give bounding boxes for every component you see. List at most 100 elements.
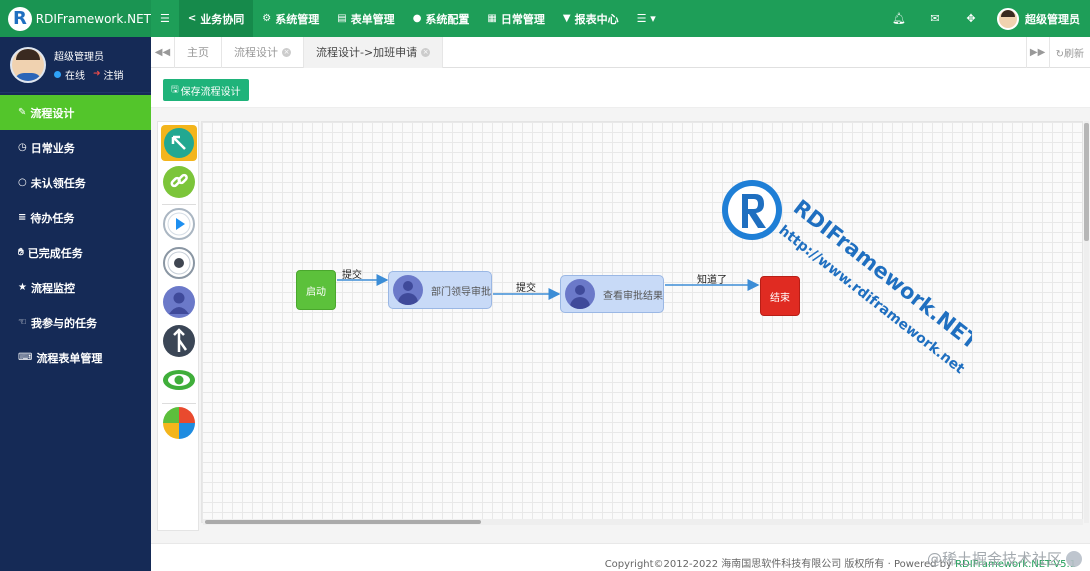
copyright-text: Copyright©2012-2022 海南国思软件科技有限公司 版权所有 · … xyxy=(604,559,952,570)
logout-link[interactable]: ➜ 注销 xyxy=(93,67,124,82)
top-bar: R RDIFramework.NET ☰ < 业务协同 ⚙ 系统管理 ▤ 表单管… xyxy=(0,0,1090,37)
sidebar-item-participated-tasks[interactable]: ☜ 我参与的任务 xyxy=(0,305,151,340)
link-icon[interactable] xyxy=(161,164,197,200)
keyboard-icon: ⌨ xyxy=(18,352,33,363)
end-event-icon[interactable] xyxy=(161,245,197,281)
refresh-icon: ↻ xyxy=(1055,49,1064,60)
hamburger-icon[interactable]: ☰ xyxy=(160,12,170,25)
user-name: 超级管理员 xyxy=(1025,12,1080,26)
sidebar-item-label: 我参与的任务 xyxy=(30,316,97,330)
form-icon: ▤ xyxy=(337,13,347,24)
horizontal-scrollbar[interactable] xyxy=(203,519,1083,525)
nav-item-system-management[interactable]: ⚙ 系统管理 xyxy=(253,0,328,37)
watermark-title: RDIFramework.NET xyxy=(789,195,972,354)
nav-item-label: 日常管理 xyxy=(500,12,545,26)
designer-area: 提交 提交 知道了 启动 部门领导审批 查看审批结果 结束 RDIFramewo… xyxy=(151,108,1090,543)
powered-link[interactable]: RDIFramework.NET-V5.1 xyxy=(955,559,1076,570)
end-node[interactable]: 结束 xyxy=(760,276,800,316)
status-text: 在线 xyxy=(65,70,85,82)
list-icon: ≡ xyxy=(18,212,27,223)
avatar xyxy=(997,7,1019,30)
bell-icon[interactable]: 🔔︎ xyxy=(892,12,906,25)
flow-edges xyxy=(337,274,760,300)
hand-icon: ✋︎ xyxy=(18,247,24,258)
tab-home[interactable]: 主页 xyxy=(175,36,222,68)
nav-item-form-management[interactable]: ▤ 表单管理 xyxy=(328,0,403,37)
tab-scroll-right-icon[interactable]: ▶▶ xyxy=(1025,37,1050,68)
watermark-logo: RDIFramework.NET http://www.rdiframework… xyxy=(722,180,983,378)
vertical-scrollbar[interactable] xyxy=(1084,121,1089,523)
task-node-view-result[interactable]: 查看审批结果 xyxy=(560,275,664,313)
gears-icon: ⚙ xyxy=(262,13,272,24)
more-menu-dropdown[interactable]: ☰ ▾ xyxy=(628,0,665,37)
tab-label: 主页 xyxy=(187,46,209,59)
sidebar-item-label: 流程设计 xyxy=(30,106,75,120)
start-event-icon[interactable] xyxy=(161,206,197,242)
task-label: 查看审批结果 xyxy=(603,290,663,302)
calendar-icon: ▦ xyxy=(487,13,497,24)
tab-label: 流程设计 xyxy=(234,46,278,59)
footer-copyright: Copyright©2012-2022 海南国思软件科技有限公司 版权所有 · … xyxy=(605,555,1076,570)
nav-item-collaboration[interactable]: < 业务协同 xyxy=(178,0,254,37)
refresh-label: 刷新 xyxy=(1064,49,1084,60)
tab-label: 流程设计->加班申请 xyxy=(316,46,418,59)
view-icon[interactable] xyxy=(161,362,197,398)
scrollbar-thumb[interactable] xyxy=(1084,123,1089,241)
juejin-overlay: @稀土掘金技术社区 xyxy=(927,548,1082,569)
sidebar-item-todo-tasks[interactable]: ≡ 待办任务 xyxy=(0,200,151,235)
avatar xyxy=(10,46,46,83)
tab-flow-design[interactable]: 流程设计 × xyxy=(222,36,304,68)
watermark: RDIFramework.NET http://www.rdiframework… xyxy=(722,180,983,383)
flow-canvas[interactable]: 提交 提交 知道了 启动 部门领导审批 查看审批结果 结束 RDIFramewo… xyxy=(201,121,1083,523)
refresh-button[interactable]: ↻刷新 xyxy=(1050,45,1090,60)
nav-item-daily-management[interactable]: ▦ 日常管理 xyxy=(478,0,553,37)
circle-icon: ○ xyxy=(18,177,27,188)
pie-icon[interactable] xyxy=(161,405,197,441)
edit-icon: ✎ xyxy=(18,107,27,118)
fork-icon[interactable] xyxy=(161,323,197,359)
clock-icon: ◷ xyxy=(18,142,27,153)
user-task-icon[interactable] xyxy=(161,284,197,320)
gear-icon: ● xyxy=(412,13,422,24)
sidebar-item-completed-tasks[interactable]: ✋︎ 已完成任务 xyxy=(0,235,151,270)
save-icon: 🖫︎ xyxy=(171,84,179,94)
sidebar-item-daily-business[interactable]: ◷ 日常业务 xyxy=(0,130,151,165)
sidebar-item-label: 流程表单管理 xyxy=(36,351,103,365)
sidebar-item-unclaimed-tasks[interactable]: ○ 未认领任务 xyxy=(0,165,151,200)
sidebar-item-flow-form-management[interactable]: ⌨ 流程表单管理 xyxy=(0,340,151,375)
envelope-icon[interactable]: ✉ xyxy=(930,12,940,25)
edge-label: 知道了 xyxy=(697,275,727,286)
brand[interactable]: R RDIFramework.NET xyxy=(0,0,151,37)
user-task-icon xyxy=(393,275,423,305)
tab-scroll-left-icon[interactable]: ◀◀ xyxy=(151,36,175,68)
nav-item-report-center[interactable]: ▼ 报表中心 xyxy=(554,0,628,37)
save-flow-design-button[interactable]: 🖫︎ 保存流程设计 xyxy=(163,79,249,101)
toolbar: 🖫︎ 保存流程设计 xyxy=(151,68,1090,108)
task-node-dept-approval[interactable]: 部门领导审批 xyxy=(388,271,492,309)
juejin-logo-icon xyxy=(1066,550,1082,567)
footer: Copyright©2012-2022 海南国思软件科技有限公司 版权所有 · … xyxy=(151,543,1090,571)
scrollbar-thumb[interactable] xyxy=(205,520,481,524)
close-icon[interactable]: × xyxy=(282,47,291,57)
nav-item-label: 表单管理 xyxy=(350,12,395,26)
brand-logo-icon: R xyxy=(8,6,32,31)
juejin-text: @稀土掘金技术社区 xyxy=(926,550,1062,568)
tab-bar-right: ▶▶ ↻刷新 xyxy=(1025,37,1090,68)
user-menu[interactable]: 超级管理员 xyxy=(989,7,1090,30)
sidebar-item-label: 日常业务 xyxy=(30,141,75,155)
profile-name: 超级管理员 xyxy=(54,51,104,63)
logout-label: 注销 xyxy=(103,70,124,82)
start-node[interactable]: 启动 xyxy=(296,270,336,310)
online-status-icon xyxy=(54,70,61,78)
edge-label: 提交 xyxy=(342,270,362,281)
sidebar-item-flow-design[interactable]: ✎ 流程设计 xyxy=(0,95,151,130)
nav-item-system-config[interactable]: ● 系统配置 xyxy=(404,0,479,37)
sidebar-item-flow-monitor[interactable]: ★ 流程监控 xyxy=(0,270,151,305)
close-icon[interactable]: × xyxy=(421,47,431,57)
select-arrow-icon[interactable] xyxy=(161,125,197,161)
tab-flow-design-overtime[interactable]: 流程设计->加班申请 × xyxy=(304,36,444,68)
save-label: 保存流程设计 xyxy=(180,86,241,98)
star-icon: ★ xyxy=(18,282,27,293)
expand-icon[interactable]: ✥ xyxy=(966,12,976,25)
palette-divider xyxy=(162,204,196,205)
